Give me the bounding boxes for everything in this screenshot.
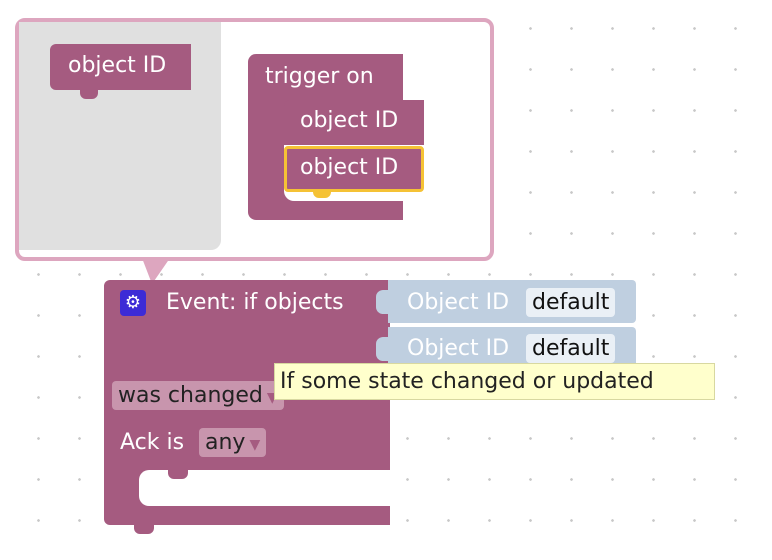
- block-notch: [313, 189, 331, 198]
- condition-dropdown-value: was changed: [118, 383, 263, 408]
- object-id-value-field[interactable]: default: [526, 288, 616, 317]
- flyout-object-id-block[interactable]: object ID: [50, 44, 191, 99]
- mutator-item-label: object ID: [300, 108, 399, 133]
- ack-dropdown[interactable]: any▼: [199, 428, 267, 457]
- event-title: Event: if objects: [166, 290, 344, 315]
- input-connector: [376, 337, 390, 361]
- input-connector: [376, 290, 390, 314]
- block-notch: [80, 90, 98, 99]
- statement-notch: [168, 470, 188, 479]
- mutator-item-label: object ID: [300, 155, 399, 180]
- ack-dropdown-value: any: [205, 430, 246, 455]
- gear-icon[interactable]: ⚙: [120, 290, 146, 316]
- object-id-label: Object ID: [407, 336, 510, 361]
- mutator-bubble-pointer: [142, 258, 170, 284]
- condition-dropdown[interactable]: was changed▼: [112, 381, 284, 410]
- block-bottom-notch: [134, 525, 154, 534]
- mutator-item-object-id-selected[interactable]: object ID: [284, 146, 424, 198]
- flyout-object-id-label: object ID: [68, 53, 167, 78]
- tooltip: If some state changed or updated: [274, 363, 715, 400]
- ack-label: Ack is: [120, 430, 185, 455]
- trigger-on-label: trigger on: [265, 64, 374, 89]
- mutator-item-object-id[interactable]: object ID: [284, 100, 424, 145]
- object-id-value-field[interactable]: default: [526, 334, 616, 363]
- object-id-label: Object ID: [407, 290, 510, 315]
- dropdown-arrow-icon: ▼: [249, 437, 261, 453]
- dropdown-arrow-icon: ▼: [266, 390, 278, 406]
